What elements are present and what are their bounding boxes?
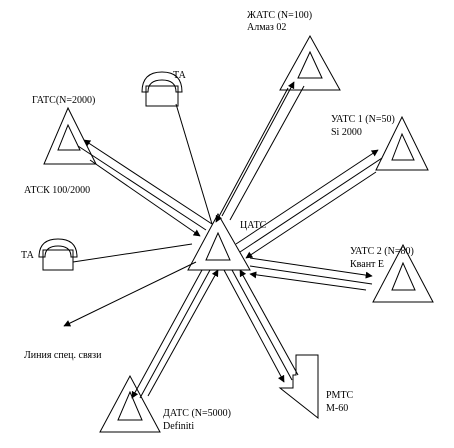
gats-station-shape bbox=[43, 106, 97, 165]
uats2-sublabel: Квант Е bbox=[350, 259, 385, 270]
center-station-shape bbox=[187, 212, 251, 271]
dats-label: ДАТС (N=5000) bbox=[163, 408, 231, 419]
uats1-sublabel: Si 2000 bbox=[331, 127, 362, 138]
zhats-label: ЖАТС (N=100) bbox=[247, 10, 313, 21]
uats2-station-shape bbox=[372, 243, 434, 303]
link-rmts bbox=[223, 269, 299, 383]
link-ta-left bbox=[72, 243, 193, 263]
rmts-shape bbox=[278, 354, 319, 420]
dats-station-shape bbox=[99, 374, 161, 433]
link-dats bbox=[131, 269, 219, 399]
link-zhats bbox=[215, 81, 305, 223]
link-special bbox=[63, 261, 197, 327]
uats1-label: УАТС 1 (N=50) bbox=[331, 114, 395, 125]
link-uats2 bbox=[249, 257, 373, 291]
ta-top-label: ТА bbox=[173, 70, 186, 81]
telephone-left-icon bbox=[38, 238, 78, 271]
telephone-top-icon bbox=[141, 71, 183, 107]
special-line-label: Линия спец. связи bbox=[24, 350, 102, 361]
zhats-station-shape bbox=[279, 34, 341, 91]
center-label: ЦАТС bbox=[240, 220, 267, 231]
link-uats1 bbox=[235, 149, 383, 259]
uats1-station-shape bbox=[375, 115, 429, 171]
rmts-label: РМТС bbox=[326, 390, 354, 401]
atsk-label: АТСК 100/2000 bbox=[24, 185, 91, 196]
zhats-sublabel: Алмаз 02 bbox=[247, 22, 287, 33]
dats-sublabel: Definiti bbox=[163, 421, 195, 432]
rmts-sublabel: М-60 bbox=[326, 403, 349, 414]
uats2-label: УАТС 2 (N=80) bbox=[350, 246, 414, 257]
gats-label: ГАТС(N=2000) bbox=[32, 95, 96, 106]
link-gats bbox=[77, 139, 213, 237]
ta-left-label: ТА bbox=[21, 250, 34, 261]
link-ta-top bbox=[175, 103, 213, 225]
